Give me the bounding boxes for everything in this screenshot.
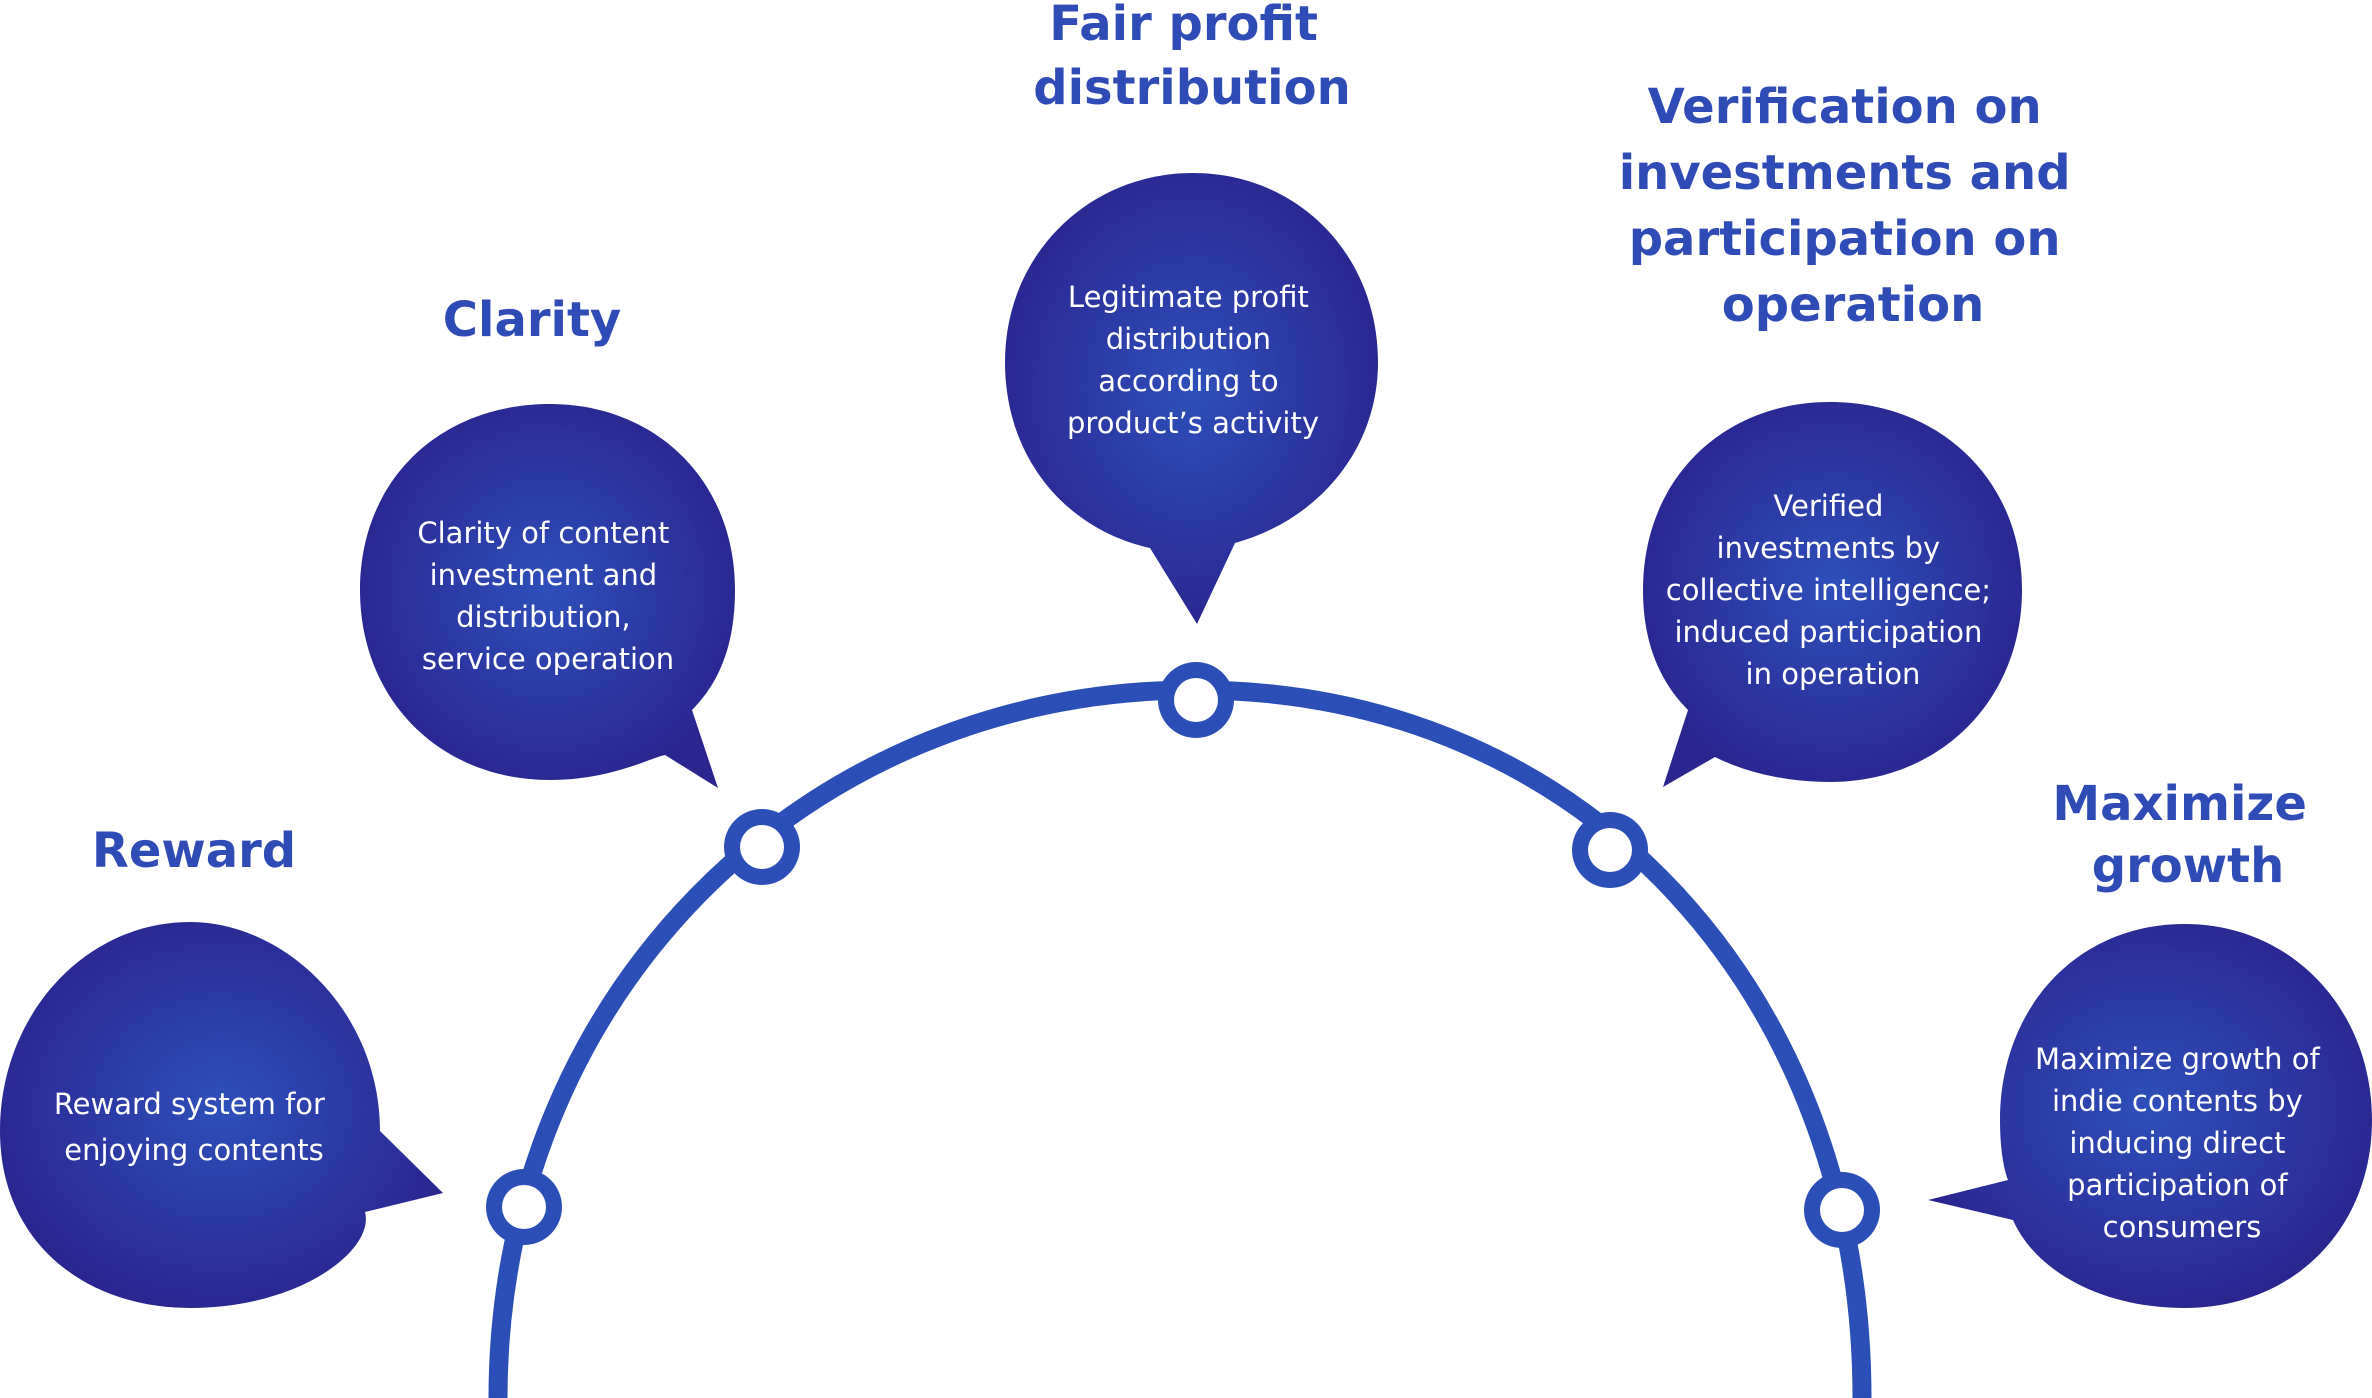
step-title-line: Verification on [1648,79,2042,135]
step-title-line: operation [1722,277,1985,333]
bubble-text-reward: Reward system for enjoying contents [54,1087,334,1167]
bubble-maximize-growth [1928,924,2372,1308]
bubble-verification [1643,402,2022,787]
step-title-line: participation on [1629,211,2061,267]
step-title-maximize-growth: Maximize growth [2052,776,2323,894]
bubble-text-line: participation of [2067,1168,2288,1202]
step-title-line: Maximize [2052,776,2307,832]
bubble-text-line: inducing direct [2069,1126,2285,1160]
step-title-reward: Reward [92,823,296,879]
bubble-text-line: Verified [1773,489,1883,523]
bubble-text-clarity: Clarity of content investment and distri… [417,516,678,676]
bubble-text-line: Legitimate profit [1068,280,1309,314]
bubble-text-maximize-growth: Maximize growth of indie contents by ind… [2035,1042,2329,1244]
step-verification: Verification on investments and particip… [1572,79,2088,888]
bubble-text-line: induced participation [1674,615,1982,649]
arc-node-reward-inner [502,1185,546,1229]
arc-node-fair-profit-inner [1174,678,1218,722]
bubble-text-line: distribution, [456,600,630,634]
bubble-text-line: Clarity of content [417,516,669,550]
step-title-line: Clarity [443,292,621,348]
step-title-fair-profit-distribution: Fair profit distribution [1033,0,1351,116]
bubble-fair-profit-distribution [1005,173,1378,624]
bubble-reward [0,922,443,1308]
step-title-line: Reward [92,823,296,879]
step-reward: Reward Reward system for enjoying conten… [0,823,562,1308]
arc-node-maximize-growth-inner [1820,1188,1864,1232]
bubble-text-line: Maximize growth of [2035,1042,2320,1076]
step-title-line: investments and [1619,145,2071,201]
bubble-clarity [360,404,735,788]
roadmap-arc [488,680,1872,1398]
bubble-text-line: collective intelligence; [1666,573,1991,607]
step-clarity: Clarity Clarity of content investment an… [360,292,800,885]
bubble-text-line: distribution [1106,322,1271,356]
bubble-text-fair-profit-distribution: Legitimate profit distribution according… [1067,280,1319,440]
step-maximize-growth: Maximize growth Maximize growth of indie… [1804,776,2372,1308]
step-title-line: distribution [1033,60,1351,116]
bubble-text-line: investment and [430,558,658,592]
step-title-line: growth [2092,838,2284,894]
step-title-clarity: Clarity [443,292,621,348]
step-fair-profit-distribution: Fair profit distribution Legitimate prof… [1005,0,1378,738]
bubble-text-line: in operation [1746,657,1921,691]
bubble-text-line: investments by [1717,531,1941,565]
bubble-text-line: consumers [2103,1210,2262,1244]
bubble-text-verification: Verified investments by collective intel… [1666,489,2000,691]
step-title-verification: Verification on investments and particip… [1619,79,2088,333]
arc-node-verification-inner [1588,828,1632,872]
bubble-text-line: Reward system for [54,1087,325,1121]
arc-node-clarity-inner [740,825,784,869]
bubble-text-line: product’s activity [1067,406,1319,440]
bubble-text-line: according to [1098,364,1278,398]
bubble-text-line: service operation [422,642,674,676]
bubble-text-line: indie contents by [2052,1084,2303,1118]
step-title-line: Fair profit [1049,0,1318,52]
bubble-text-line: enjoying contents [64,1133,323,1167]
